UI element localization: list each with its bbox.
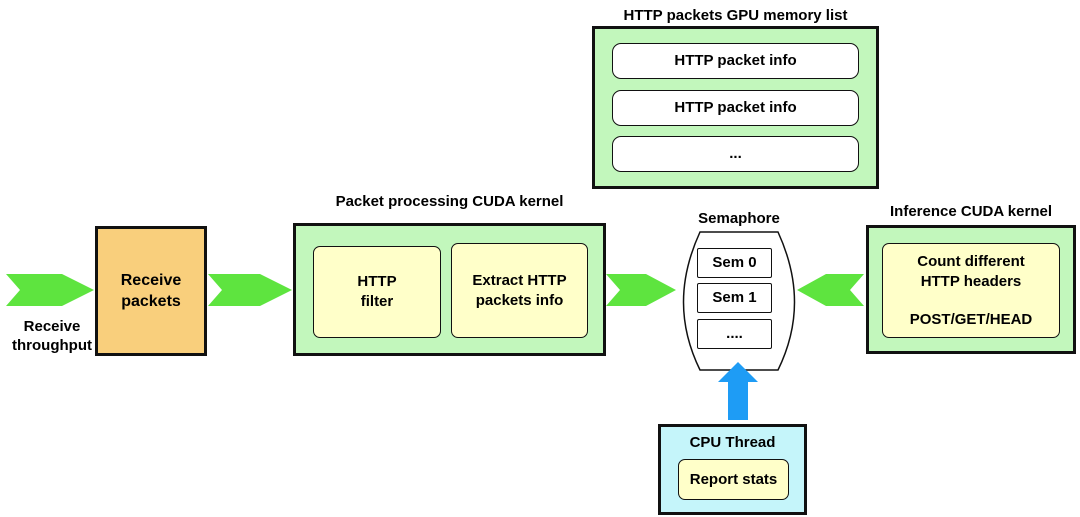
semaphore-title: Semaphore <box>698 210 780 227</box>
arrow-inference-to-semaphore <box>797 274 864 306</box>
packet-processing-box: HTTP filter Extract HTTP packets info <box>293 223 606 356</box>
gpu-memory-list-box: HTTP packet info HTTP packet info ... <box>592 26 879 189</box>
semaphore-slot: Sem 1 <box>697 283 772 313</box>
inference-box: Count different HTTP headers POST/GET/HE… <box>866 225 1076 354</box>
http-filter-box: HTTP filter <box>313 246 441 338</box>
receive-throughput-label: Receive throughput <box>12 318 92 354</box>
extract-http-info-box: Extract HTTP packets info <box>451 243 588 338</box>
arrow-processing-to-semaphore <box>606 274 676 306</box>
semaphore-slot: .... <box>697 319 772 349</box>
arrow-receive-to-processing <box>208 274 292 306</box>
memory-list-item: HTTP packet info <box>612 43 859 79</box>
count-headers-box: Count different HTTP headers POST/GET/HE… <box>882 243 1060 338</box>
cpu-thread-title: CPU Thread <box>689 434 776 451</box>
http-methods-label: POST/GET/HEAD <box>909 310 1033 328</box>
cpu-thread-box: CPU Thread Report stats <box>658 424 807 515</box>
arrow-cpu-to-semaphore <box>718 362 758 420</box>
gpu-memory-list-title: HTTP packets GPU memory list <box>623 7 848 24</box>
report-stats-box: Report stats <box>678 459 789 500</box>
memory-list-item: ... <box>612 136 859 172</box>
inference-title: Inference CUDA kernel <box>890 203 1052 220</box>
memory-list-item: HTTP packet info <box>612 90 859 126</box>
receive-packets-box: Receive packets <box>95 226 207 356</box>
semaphore-slot: Sem 0 <box>697 248 772 278</box>
packet-processing-title: Packet processing CUDA kernel <box>335 193 564 210</box>
receive-packets-label: Receive packets <box>120 272 182 310</box>
arrow-input <box>6 274 94 306</box>
count-headers-label: Count different HTTP headers <box>917 252 1025 290</box>
